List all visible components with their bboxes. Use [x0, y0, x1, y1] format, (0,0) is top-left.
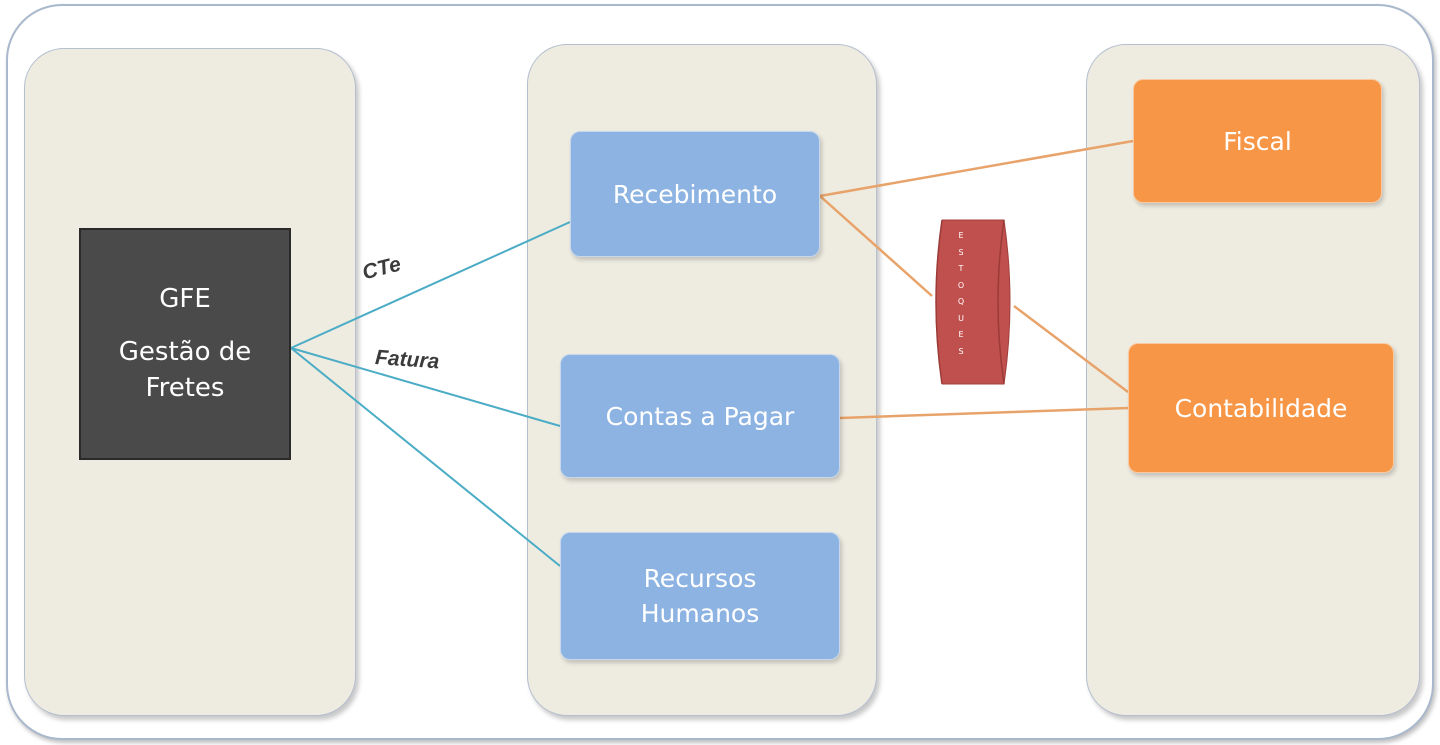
contas-a-pagar-label: Contas a Pagar: [605, 401, 795, 431]
contabilidade-label: Contabilidade: [1174, 393, 1348, 423]
estoques-letter: S: [958, 247, 964, 257]
estoques-letter: E: [958, 330, 964, 339]
recursos-humanos-box: Recursos Humanos: [560, 532, 840, 660]
estoques-letter: Q: [957, 297, 965, 306]
estoques-label: E S T O Q U E S: [950, 228, 972, 360]
estoques-cylinder-icon: [935, 219, 1011, 385]
fiscal-label: Fiscal: [1223, 126, 1292, 156]
estoques-letter: E: [958, 231, 964, 240]
recursos-humanos-label: Recursos Humanos: [640, 564, 760, 628]
estoques-letter: T: [958, 264, 964, 273]
contabilidade-box: Contabilidade: [1128, 343, 1394, 473]
gfe-box: GFE Gestão de Fretes: [79, 228, 291, 460]
recebimento-box: Recebimento: [570, 131, 820, 257]
gfe-title: GFE: [159, 284, 211, 315]
estoques-letter: O: [957, 280, 965, 290]
edge-label-fatura: Fatura: [374, 346, 441, 374]
gfe-subtitle: Gestão de Fretes: [118, 336, 252, 404]
estoques-letter: U: [958, 313, 964, 323]
contas-a-pagar-box: Contas a Pagar: [560, 354, 840, 478]
recebimento-label: Recebimento: [612, 179, 778, 209]
estoques-letter: S: [958, 346, 964, 356]
fiscal-box: Fiscal: [1133, 79, 1382, 203]
